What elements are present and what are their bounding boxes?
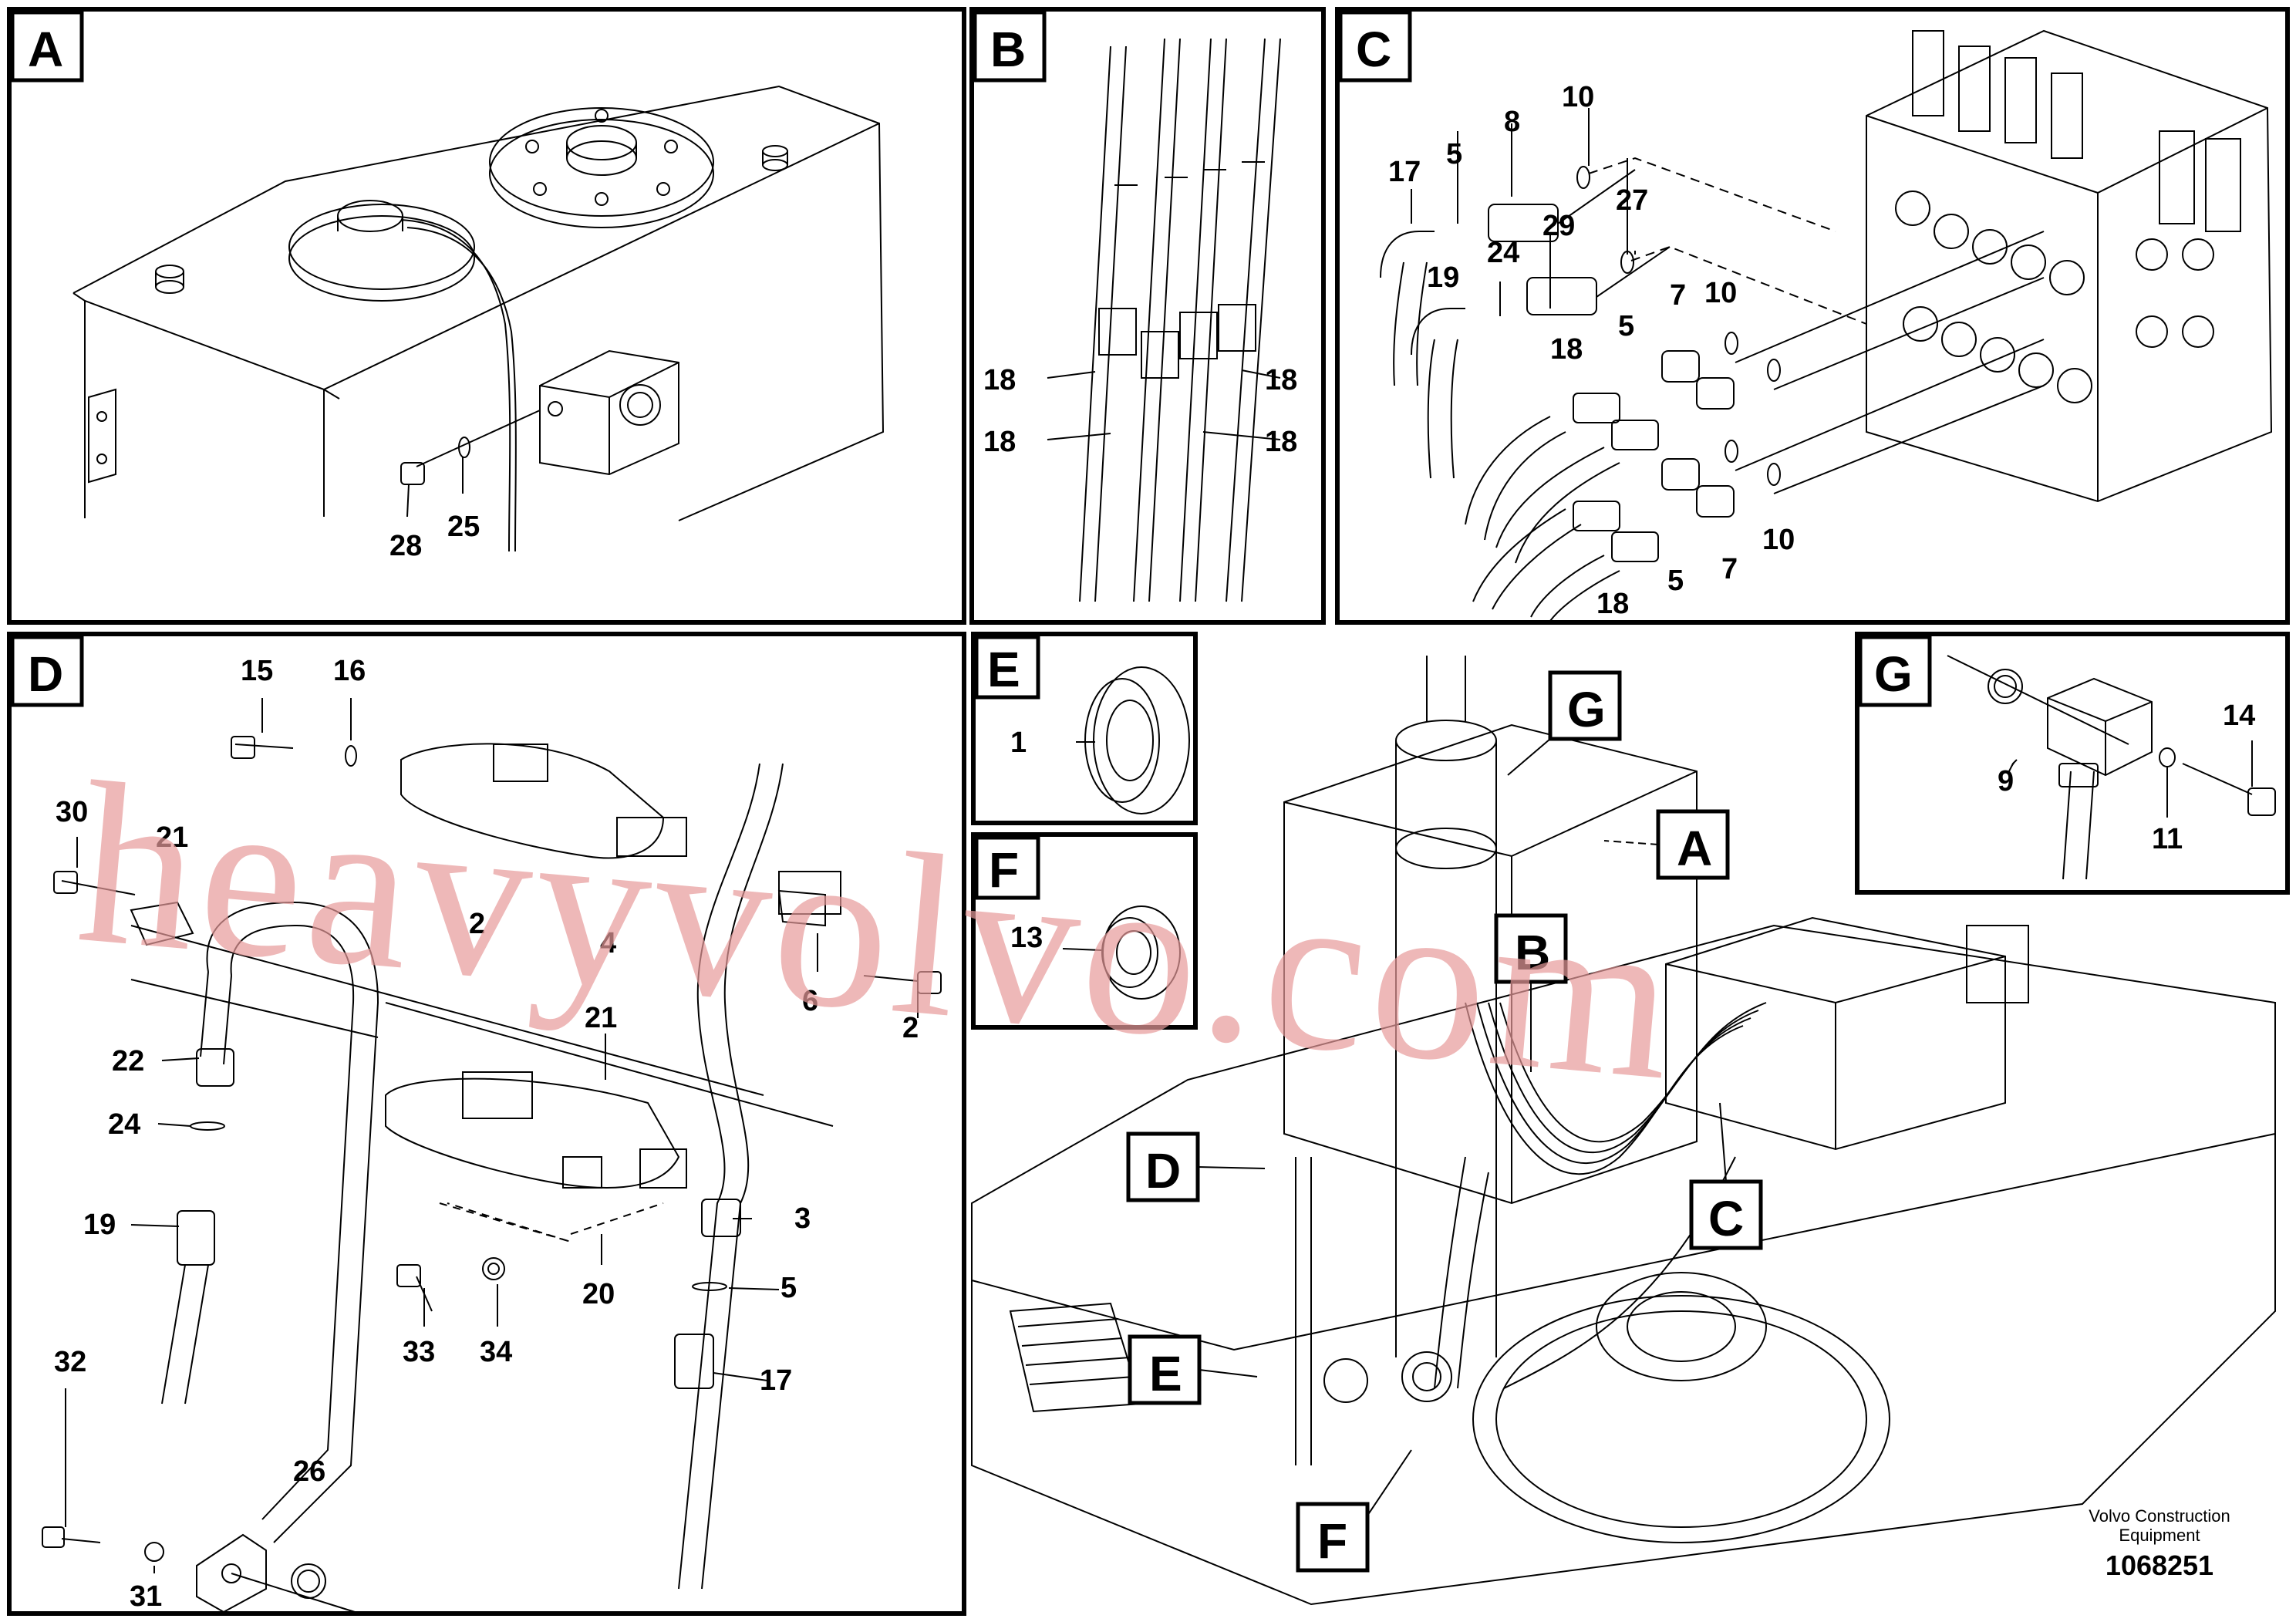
panel-label-g: G: [1874, 646, 1913, 702]
callout-c: C: [1708, 1191, 1744, 1246]
part-number: 26: [293, 1455, 325, 1488]
panel-label-d: D: [28, 646, 63, 702]
footer: Volvo Construction Equipment 1068251: [2089, 1506, 2230, 1581]
part-number: 4: [600, 927, 616, 959]
part-number: 30: [56, 796, 88, 828]
panel-label-c: C: [1356, 22, 1391, 77]
callout-a: A: [1677, 821, 1712, 876]
part-number: 10: [1704, 277, 1737, 309]
part-number: 10: [1762, 524, 1795, 556]
panel-label-e: E: [987, 642, 1020, 697]
panel-g: G 9 14 11: [1855, 632, 2290, 895]
part-number: 21: [585, 1002, 617, 1034]
part-number: 5: [1446, 138, 1462, 170]
part-number: 31: [130, 1580, 162, 1613]
part-number: 18: [983, 364, 1016, 396]
part-number: 22: [112, 1045, 144, 1077]
part-number: 3: [794, 1202, 811, 1235]
part-number: 18: [983, 426, 1016, 458]
part-number: 24: [108, 1108, 140, 1141]
part-number: 27: [1616, 184, 1648, 217]
panel-e: E 1: [971, 632, 1198, 825]
part-number: 7: [1721, 553, 1738, 585]
machine-overview: G A B D C E F: [971, 656, 2276, 1606]
part-number: 32: [54, 1346, 86, 1378]
part-number: 2: [902, 1012, 919, 1044]
part-number: 9: [1998, 765, 2014, 798]
part-number: 19: [83, 1209, 116, 1241]
callout-b: B: [1515, 925, 1550, 980]
brand-line-1: Volvo Construction: [2089, 1506, 2230, 1526]
part-number: 21: [156, 821, 188, 854]
part-number: 8: [1504, 106, 1520, 138]
callout-d: D: [1145, 1143, 1181, 1199]
panel-label-b: B: [990, 22, 1026, 77]
callout-e: E: [1149, 1346, 1182, 1401]
panel-b: B 18 18 18 18: [969, 7, 1326, 625]
part-number: 16: [333, 655, 366, 687]
brand-line-2: Equipment: [2119, 1526, 2200, 1545]
part-number: 18: [1596, 588, 1629, 620]
part-number: 19: [1427, 261, 1459, 294]
part-number: 18: [1265, 426, 1297, 458]
part-number: 25: [447, 511, 480, 543]
part-number: 5: [781, 1272, 797, 1304]
part-number: 15: [241, 655, 273, 687]
part-number: 20: [582, 1278, 615, 1310]
part-number: 14: [2223, 700, 2255, 732]
part-number: 1: [1010, 727, 1027, 759]
part-number: 17: [760, 1364, 792, 1397]
part-number: 33: [403, 1336, 435, 1368]
part-number: 13: [1010, 922, 1043, 954]
panel-label-f: F: [989, 842, 1019, 898]
part-number: 5: [1618, 310, 1634, 342]
part-number: 24: [1487, 237, 1519, 269]
panel-label-a: A: [28, 22, 63, 77]
part-number: 18: [1265, 364, 1297, 396]
document-number: 1068251: [2106, 1549, 2213, 1581]
callout-g: G: [1567, 682, 1606, 737]
callout-f: F: [1317, 1513, 1347, 1569]
panel-c: C: [1335, 7, 2290, 625]
part-number: 2: [469, 908, 485, 940]
part-number: 5: [1667, 565, 1684, 597]
part-number: 18: [1550, 333, 1583, 366]
part-number: 10: [1562, 81, 1594, 113]
panel-d: D: [7, 632, 966, 1616]
part-number: 34: [480, 1336, 512, 1368]
panel-f: F 13: [971, 832, 1198, 1030]
part-number: 11: [2152, 823, 2183, 855]
part-number: 29: [1542, 210, 1575, 242]
part-number: 6: [802, 985, 818, 1017]
part-number: 7: [1670, 279, 1686, 312]
part-number: 28: [389, 530, 422, 562]
panel-a: A: [7, 7, 966, 625]
part-number: 17: [1388, 156, 1421, 188]
